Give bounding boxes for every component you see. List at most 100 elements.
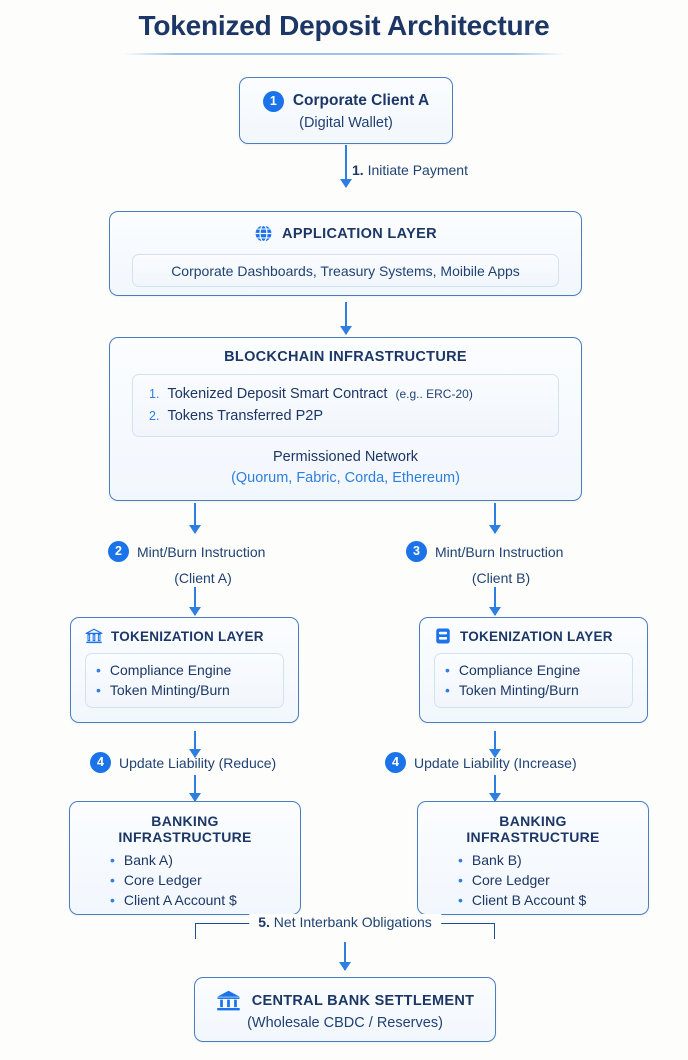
application-layer-heading-row: APPLICATION LAYER (132, 224, 559, 243)
step-4-right-label: Update Liability (Increase) (414, 754, 577, 771)
step-1-text: Initiate Payment (367, 162, 468, 178)
arrow-application-to-blockchain (345, 302, 347, 334)
arrow-to-central-bank (344, 942, 346, 970)
arrow-tokenization-left-to-step4 (194, 731, 196, 757)
tokenization-left-item-text: Token Minting/Burn (109, 682, 230, 698)
tokenization-layer-right-card[interactable]: TOKENIZATION LAYER • Compliance Engine •… (419, 617, 648, 723)
banking-right-item-text: Bank B) (471, 852, 522, 868)
step-badge-4-right: 4 (385, 752, 406, 773)
corporate-client-subtitle: (Digital Wallet) (299, 114, 393, 131)
bullet-icon: • (96, 662, 101, 678)
permissioned-network-block: Permissioned Network (Quorum, Fabric, Co… (132, 447, 559, 489)
corporate-client-card[interactable]: 1 Corporate Client A (Digital Wallet) (239, 77, 453, 144)
banking-left-item-text: Bank A) (123, 852, 173, 868)
tokenization-right-heading: TOKENIZATION LAYER (460, 628, 613, 644)
bullet-icon: • (110, 892, 115, 908)
blockchain-item-text: Tokenized Deposit Smart Contract (167, 386, 388, 402)
bank-building-icon (85, 627, 103, 645)
blockchain-item-text: Tokens Transferred P2P (167, 408, 323, 424)
banking-right-item-text: Client B Account $ (471, 892, 587, 908)
blockchain-item-number: 1. (149, 387, 160, 401)
bullet-icon: • (445, 682, 450, 698)
arrow-blockchain-to-step2 (194, 503, 196, 533)
list-item: • Core Ledger (458, 870, 632, 890)
list-item: • Client A Account $ (110, 890, 284, 910)
step-2-sublabel: (Client A) (174, 570, 232, 586)
blockchain-infrastructure-card[interactable]: BLOCKCHAIN INFRASTRUCTURE 1. Tokenized D… (109, 337, 582, 501)
blockchain-item-note: (e.g.. ERC-20) (395, 387, 473, 401)
corporate-client-title: Corporate Client A (292, 92, 430, 109)
step-3-sublabel: (Client B) (471, 570, 531, 586)
banking-right-item-text: Core Ledger (471, 872, 550, 888)
tokenization-left-items-panel: • Compliance Engine • Token Minting/Burn (85, 653, 284, 708)
step-5-number: 5. (258, 914, 270, 930)
arrow-client-to-application (345, 145, 347, 187)
permissioned-network-list: (Quorum, Fabric, Corda, Ethereum) (231, 470, 460, 487)
list-item: • Token Minting/Burn (445, 680, 622, 700)
step-5-text: Net Interbank Obligations (273, 914, 432, 930)
page-header: Tokenized Deposit Architecture (0, 0, 688, 55)
application-layer-content: Corporate Dashboards, Treasury Systems, … (132, 254, 559, 287)
list-item: • Client B Account $ (458, 890, 632, 910)
arrow-step4-to-banking-left (194, 775, 196, 801)
tokenization-right-heading-row: TOKENIZATION LAYER (434, 627, 633, 645)
step-badge-4-left: 4 (90, 752, 111, 773)
banking-left-heading: BANKING INFRASTRUCTURE (118, 813, 252, 845)
bullet-icon: • (96, 682, 101, 698)
page-title: Tokenized Deposit Architecture (138, 10, 550, 41)
step-1-number: 1. (352, 162, 364, 178)
bank-building-icon (216, 988, 241, 1013)
step-3-row: 3 Mint/Burn Instruction (406, 541, 563, 562)
permissioned-network-title: Permissioned Network (272, 449, 419, 465)
list-item: • Compliance Engine (96, 660, 273, 680)
arrow-tokenization-right-to-step4 (494, 731, 496, 757)
corporate-client-heading-row: 1 Corporate Client A (262, 90, 430, 112)
banking-infrastructure-right-card[interactable]: BANKING INFRASTRUCTURE • Bank B) • Core … (417, 801, 649, 915)
step-badge-1: 1 (262, 90, 284, 112)
list-item: • Token Minting/Burn (96, 680, 273, 700)
application-layer-heading: APPLICATION LAYER (282, 225, 437, 242)
step-2-label: Mint/Burn Instruction (137, 543, 266, 560)
server-document-icon (434, 627, 452, 645)
step-1-label: 1. Initiate Payment (352, 162, 468, 178)
step-4-right-row: 4 Update Liability (Increase) (385, 752, 577, 773)
bullet-icon: • (458, 852, 463, 868)
tokenization-left-heading: TOKENIZATION LAYER (111, 628, 264, 644)
central-bank-settlement-card[interactable]: CENTRAL BANK SETTLEMENT (Wholesale CBDC … (194, 977, 496, 1042)
bullet-icon: • (110, 872, 115, 888)
banking-infrastructure-left-card[interactable]: BANKING INFRASTRUCTURE • Bank A) • Core … (69, 801, 301, 915)
blockchain-item: 2. Tokens Transferred P2P (149, 405, 542, 427)
arrow-blockchain-to-step3 (494, 503, 496, 533)
banking-left-item-text: Core Ledger (123, 872, 202, 888)
step-2-row: 2 Mint/Burn Instruction (108, 541, 265, 562)
arrow-step4-to-banking-right (494, 775, 496, 801)
globe-icon (254, 224, 273, 243)
list-item: • Bank A) (110, 850, 284, 870)
step-badge-2: 2 (108, 541, 129, 562)
banking-right-heading: BANKING INFRASTRUCTURE (466, 813, 600, 845)
tokenization-right-items-panel: • Compliance Engine • Token Minting/Burn (434, 653, 633, 708)
central-bank-heading-row: CENTRAL BANK SETTLEMENT (216, 988, 475, 1013)
step-4-left-label: Update Liability (Reduce) (119, 754, 277, 771)
central-bank-subtitle: (Wholesale CBDC / Reserves) (247, 1015, 443, 1031)
tokenization-layer-left-card[interactable]: TOKENIZATION LAYER • Compliance Engine •… (70, 617, 299, 723)
blockchain-item-number: 2. (149, 409, 160, 423)
tokenization-left-item-text: Compliance Engine (109, 662, 232, 678)
banking-right-items: • Bank B) • Core Ledger • Client B Accou… (434, 850, 632, 910)
banking-left-item-text: Client A Account $ (123, 892, 237, 908)
bullet-icon: • (445, 662, 450, 678)
blockchain-items-panel: 1. Tokenized Deposit Smart Contract (e.g… (132, 374, 559, 437)
step-4-left-row: 4 Update Liability (Reduce) (90, 752, 276, 773)
step-3-label: Mint/Burn Instruction (435, 543, 564, 560)
blockchain-heading: BLOCKCHAIN INFRASTRUCTURE (224, 349, 467, 365)
list-item: • Compliance Engine (445, 660, 622, 680)
application-layer-card[interactable]: APPLICATION LAYER Corporate Dashboards, … (109, 211, 582, 296)
tokenization-left-heading-row: TOKENIZATION LAYER (85, 627, 284, 645)
title-divider (124, 53, 564, 55)
central-bank-title: CENTRAL BANK SETTLEMENT (251, 992, 475, 1009)
step-badge-3: 3 (406, 541, 427, 562)
tokenization-right-item-text: Token Minting/Burn (458, 682, 579, 698)
list-item: • Bank B) (458, 850, 632, 870)
list-item: • Core Ledger (110, 870, 284, 890)
arrow-step2-to-tokenization-left (194, 587, 196, 615)
